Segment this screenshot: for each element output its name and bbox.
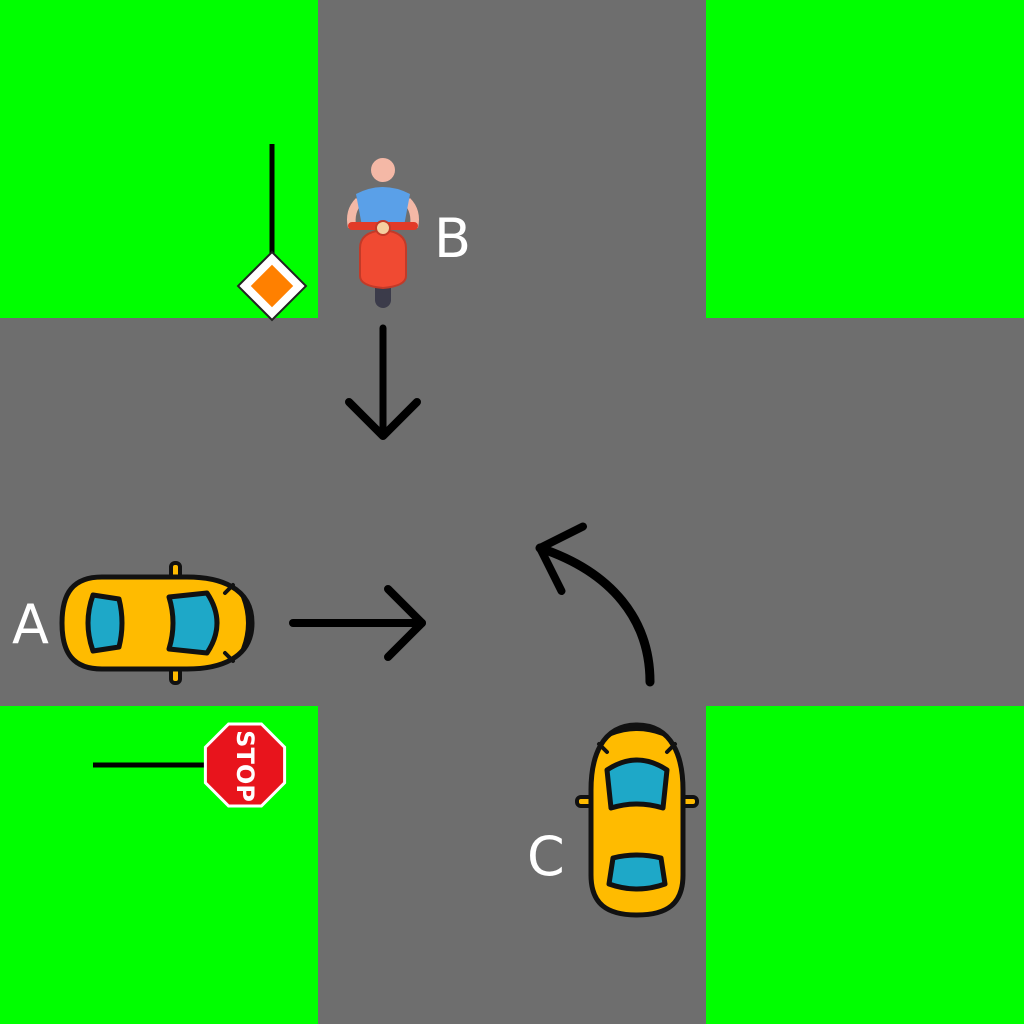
stop-sign-text: STOP: [231, 730, 259, 802]
vehicle-label-a: A: [12, 593, 49, 656]
car-c-icon: [575, 722, 699, 918]
stop-sign-icon: STOP: [93, 722, 287, 808]
scooter-b-icon: [347, 158, 419, 308]
priority-road-sign-icon: [236, 144, 308, 322]
vehicle-label-c: C: [527, 825, 565, 888]
vehicle-label-b: B: [434, 207, 472, 270]
arrow-c-left-turn: [535, 522, 655, 687]
car-a-icon: [59, 561, 255, 685]
